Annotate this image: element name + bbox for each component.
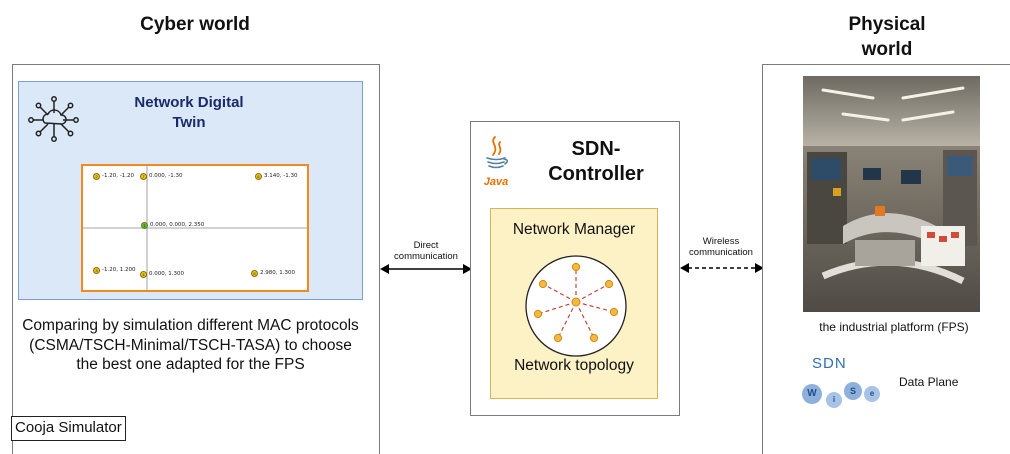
sim-node: 1 <box>141 222 148 229</box>
sim-node: 6 <box>255 173 262 180</box>
wise-letter-bubble: W <box>802 384 822 404</box>
network-manager-title: Network Manager <box>512 221 636 238</box>
direct-communication-label: Direct communication <box>394 240 458 262</box>
wise-letter-bubble: e <box>864 386 880 402</box>
sim-node-label: 0.000, 1.300 <box>149 271 184 277</box>
sim-node-label: 2.980, 1.300 <box>260 270 295 276</box>
sim-node-label: -1.20, -1.20 <box>102 173 134 179</box>
network-digital-twin-title: Network Digital Twin <box>134 94 244 131</box>
sim-node: 7 <box>140 173 147 180</box>
physical-world-heading: Physical world <box>848 14 926 60</box>
java-logo-icon <box>486 136 509 169</box>
wise-letter-bubble: i <box>826 392 842 408</box>
wise-letter-bubble: S <box>844 382 862 400</box>
sim-node: 5 <box>251 270 258 277</box>
industrial-platform-photo <box>803 76 980 312</box>
network-topology-diagram <box>525 255 627 357</box>
sim-node-label: -1.20, 1.200 <box>102 267 136 273</box>
network-topology-label: Network topology <box>514 357 634 374</box>
cyber-world-heading: Cyber world <box>140 14 250 35</box>
direct-communication-arrow <box>380 264 472 274</box>
sim-node-label: 3.140, -1.30 <box>264 173 298 179</box>
sim-node: 4 <box>140 271 147 278</box>
network-cloud-icon <box>28 96 79 142</box>
sdn-controller-title: SDN-Controller <box>548 138 644 185</box>
sdn-wise-logo-sdn: SDN <box>812 355 847 372</box>
sim-node: 3 <box>93 267 100 274</box>
wireless-communication-arrow <box>680 263 764 273</box>
simulation-axes <box>83 166 307 290</box>
data-plane-label: Data Plane <box>899 375 959 389</box>
cooja-simulator-label: Cooja Simulator <box>11 416 126 441</box>
industrial-platform-caption: the industrial platform (FPS) <box>819 320 969 334</box>
sim-node: 2 <box>93 173 100 180</box>
java-label: Java <box>483 176 509 188</box>
simulation-description: Comparing by simulation different MAC pr… <box>22 317 359 373</box>
sim-node-label: 0.000, 0.000, 2.350 <box>150 222 205 228</box>
sim-node-label: 0.000, -1.30 <box>149 173 183 179</box>
wireless-communication-label: Wireless communication <box>689 236 753 258</box>
network-manager-box: Network Manager Network topology <box>490 208 658 399</box>
